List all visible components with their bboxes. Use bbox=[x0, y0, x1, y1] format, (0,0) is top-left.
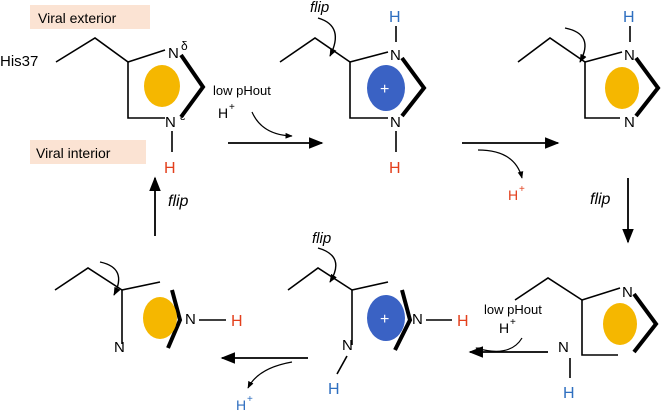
svg-text:+: + bbox=[510, 317, 516, 328]
svg-text:H: H bbox=[508, 187, 518, 203]
charged-ring-icon bbox=[367, 295, 405, 341]
molecule-1-neutral: Viral exterior Viral interior His37 N δ … bbox=[0, 5, 206, 177]
molecule-2-charged: flip + N H N H bbox=[279, 0, 427, 177]
svg-text:H: H bbox=[236, 397, 246, 413]
svg-text:N: N bbox=[168, 45, 179, 62]
viral-interior-box bbox=[30, 140, 146, 164]
deprotonation-step-2: H + bbox=[220, 352, 308, 413]
svg-text:+: + bbox=[380, 81, 389, 98]
svg-text:N: N bbox=[412, 311, 423, 328]
molecule-3-neutral: N H N bbox=[517, 9, 661, 131]
flip-label-left: flip bbox=[168, 193, 189, 210]
rotation-arrow-icon bbox=[317, 17, 337, 57]
svg-text:+: + bbox=[247, 394, 253, 405]
charged-ring-icon bbox=[367, 65, 405, 111]
delta-label: δ bbox=[181, 39, 188, 53]
neutral-ring-icon bbox=[605, 67, 639, 109]
proton-delta: H bbox=[457, 313, 469, 330]
molecule-4-neutral: N N H bbox=[514, 277, 659, 402]
svg-text:N: N bbox=[624, 114, 635, 131]
neutral-ring-icon bbox=[603, 303, 637, 345]
svg-text:N: N bbox=[390, 47, 401, 64]
proton-delta: H bbox=[389, 9, 401, 26]
proton-epsilon: H bbox=[563, 385, 575, 402]
proton-epsilon: H bbox=[164, 160, 176, 177]
proton-epsilon: H bbox=[328, 381, 340, 398]
svg-text:+: + bbox=[519, 184, 525, 195]
flip-label-right: flip bbox=[590, 191, 611, 208]
svg-text:N: N bbox=[558, 339, 569, 356]
svg-text:+: + bbox=[380, 311, 389, 328]
rotation-arrow-icon bbox=[564, 27, 587, 63]
epsilon-label: ε bbox=[180, 109, 186, 123]
flip-label-2: flip bbox=[312, 230, 331, 247]
neutral-ring-icon bbox=[144, 65, 180, 107]
residue-label: His37 bbox=[0, 53, 38, 70]
protonation-step-1: low pHout H + bbox=[213, 83, 324, 149]
svg-text:N: N bbox=[390, 114, 401, 131]
flip-step-right: flip bbox=[590, 178, 634, 244]
viral-exterior-label: Viral exterior bbox=[38, 10, 117, 26]
svg-text:N: N bbox=[165, 114, 176, 131]
neutral-ring-icon bbox=[143, 297, 177, 339]
proton-delta: H bbox=[231, 313, 243, 330]
svg-text:H: H bbox=[499, 320, 509, 336]
svg-text:N: N bbox=[342, 337, 353, 354]
rotation-arrow-icon bbox=[99, 261, 121, 296]
deprotonation-step-1: H + bbox=[462, 137, 560, 203]
flip-label-1: flip bbox=[310, 0, 329, 16]
low-ph-label-1: low pHout bbox=[213, 83, 271, 98]
protonation-step-2: low pHout H + bbox=[468, 302, 548, 358]
viral-interior-label: Viral interior bbox=[36, 145, 111, 161]
low-ph-label-2: low pHout bbox=[484, 302, 542, 317]
proton-delta: H bbox=[623, 9, 635, 26]
flip-step-left: flip bbox=[149, 176, 189, 236]
viral-exterior-box bbox=[30, 5, 150, 29]
svg-text:N: N bbox=[622, 284, 633, 301]
svg-text:N: N bbox=[185, 311, 196, 328]
svg-text:H: H bbox=[218, 105, 228, 121]
molecule-5-charged: flip + N H N H bbox=[287, 230, 469, 398]
svg-text:+: + bbox=[229, 102, 235, 113]
svg-text:N: N bbox=[114, 339, 125, 356]
proton-epsilon: H bbox=[389, 160, 401, 177]
svg-text:N: N bbox=[624, 47, 635, 64]
molecule-6-neutral: N H N bbox=[54, 261, 243, 356]
